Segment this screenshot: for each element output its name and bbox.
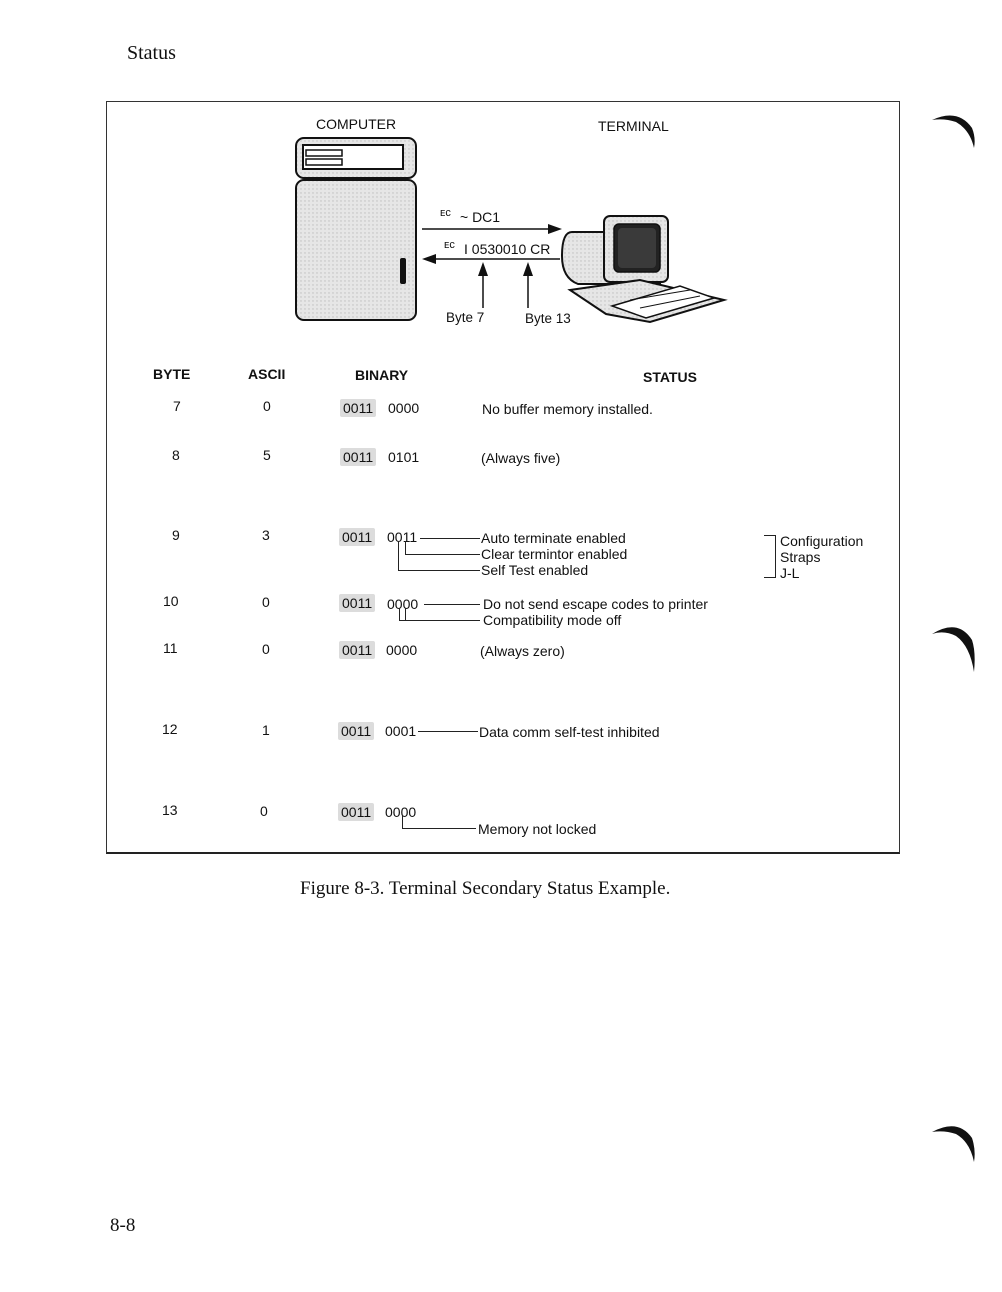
terminal-icon bbox=[560, 215, 728, 324]
ascii-value: 0 bbox=[262, 594, 270, 610]
status-text: Auto terminate enabled bbox=[481, 530, 626, 546]
ascii-value: 3 bbox=[262, 527, 270, 543]
computer-icon bbox=[295, 137, 417, 321]
byte-value: 13 bbox=[162, 802, 178, 818]
header-status: STATUS bbox=[643, 369, 697, 385]
status-text: (Always five) bbox=[481, 450, 561, 466]
binary-low-nibble: 0000 bbox=[386, 642, 418, 658]
figure-caption: Figure 8-3. Terminal Secondary Status Ex… bbox=[300, 878, 671, 899]
status-text: Clear termintor enabled bbox=[481, 546, 628, 562]
ascii-value: 0 bbox=[260, 803, 268, 819]
bit-leader-line bbox=[405, 541, 406, 555]
byte-value: 11 bbox=[163, 640, 178, 656]
byte13-pointer bbox=[523, 262, 533, 308]
bit-leader-line bbox=[398, 541, 399, 571]
binary-high-nibble: 0011 bbox=[338, 722, 375, 740]
binary-low-nibble: 0011 bbox=[387, 529, 418, 545]
status-text: Data comm self-test inhibited bbox=[479, 724, 660, 740]
byte-value: 8 bbox=[172, 447, 180, 463]
ascii-value: 0 bbox=[262, 641, 270, 657]
page-number: 8-8 bbox=[110, 1215, 136, 1236]
status-text: Do not send escape codes to printer bbox=[483, 596, 708, 612]
header-byte: BYTE bbox=[153, 366, 191, 382]
request-arrow bbox=[422, 224, 562, 234]
bit-leader-line bbox=[399, 620, 480, 621]
config-note: Configuration bbox=[780, 533, 864, 549]
bit-leader-line bbox=[399, 608, 400, 620]
byte7-label: Byte 7 bbox=[446, 310, 485, 325]
binary-low-nibble: 0001 bbox=[385, 723, 417, 739]
binary-high-nibble: 0011 bbox=[340, 448, 377, 466]
byte-value: 9 bbox=[172, 527, 180, 543]
request-sequence: ~ DC1 bbox=[460, 209, 501, 225]
binder-hole-mark bbox=[932, 115, 975, 148]
binary-high-nibble: 0011 bbox=[338, 803, 375, 821]
config-bracket bbox=[775, 535, 776, 578]
binary-low-nibble: 0000 bbox=[385, 804, 417, 820]
binary-low-nibble: 0101 bbox=[388, 449, 420, 465]
binary-high-nibble: 0011 bbox=[339, 641, 376, 659]
ascii-value: 5 bbox=[263, 447, 271, 463]
bit-leader-line bbox=[405, 554, 480, 555]
figure-frame bbox=[106, 101, 900, 854]
byte-value: 10 bbox=[163, 593, 179, 609]
computer-label: COMPUTER bbox=[316, 116, 397, 132]
config-bracket bbox=[764, 535, 775, 536]
running-head: Status bbox=[127, 42, 176, 64]
config-note: Straps bbox=[780, 549, 821, 565]
byte13-label: Byte 13 bbox=[525, 311, 571, 326]
binary-high-nibble: 0011 bbox=[339, 594, 376, 612]
status-text: Memory not locked bbox=[478, 821, 597, 837]
bit-leader-line bbox=[402, 816, 403, 829]
binary-low-nibble: 0000 bbox=[388, 400, 420, 416]
byte-value: 7 bbox=[173, 398, 181, 414]
bit-leader-line bbox=[398, 570, 480, 571]
bit-leader-line bbox=[420, 538, 480, 539]
escape-glyph: ᴇᴄ bbox=[440, 207, 451, 219]
response-sequence: I 0530010 CR bbox=[464, 241, 551, 257]
status-text: Self Test enabled bbox=[481, 562, 589, 578]
bit-leader-line bbox=[424, 604, 480, 605]
binder-hole-mark bbox=[932, 627, 975, 672]
response-arrow bbox=[422, 254, 560, 264]
byte-value: 12 bbox=[162, 721, 178, 737]
computer-terminal-diagram bbox=[295, 137, 728, 324]
status-text: Compatibility mode off bbox=[483, 612, 622, 628]
header-ascii: ASCII bbox=[248, 366, 286, 382]
byte7-pointer bbox=[478, 262, 488, 308]
binder-hole-mark bbox=[932, 1126, 975, 1162]
config-note: J-L bbox=[780, 565, 800, 581]
ascii-value: 1 bbox=[262, 722, 270, 738]
bit-leader-line bbox=[402, 828, 476, 829]
escape-glyph: ᴇᴄ bbox=[444, 239, 455, 251]
bit-leader-line bbox=[405, 608, 406, 620]
config-bracket bbox=[764, 577, 775, 578]
binary-high-nibble: 0011 bbox=[339, 528, 376, 546]
terminal-label: TERMINAL bbox=[598, 118, 669, 134]
status-text: No buffer memory installed. bbox=[482, 401, 653, 417]
binary-high-nibble: 0011 bbox=[340, 399, 377, 417]
bit-leader-line bbox=[418, 731, 478, 732]
status-text: (Always zero) bbox=[480, 643, 565, 659]
ascii-value: 0 bbox=[263, 398, 271, 414]
header-binary: BINARY bbox=[355, 367, 409, 383]
binary-low-nibble: 0000 bbox=[387, 596, 419, 612]
